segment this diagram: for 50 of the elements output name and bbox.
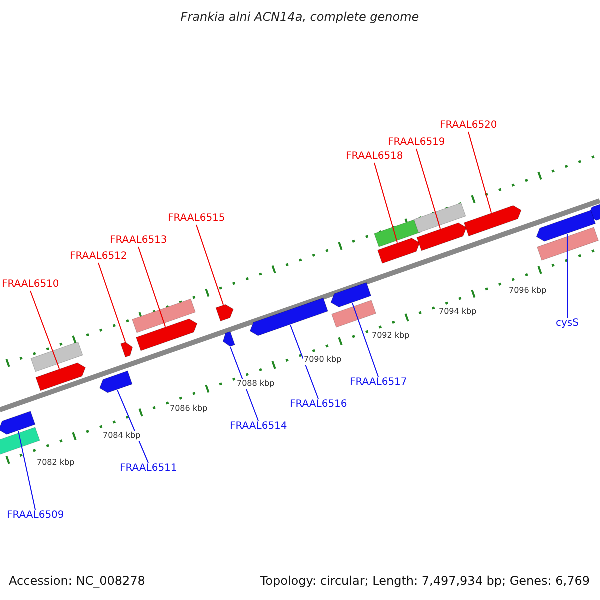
gene-block <box>377 238 420 264</box>
gene-block <box>330 282 372 308</box>
gene-block <box>120 342 134 358</box>
gene-label: FRAAL6517 <box>350 378 408 388</box>
footer-text: Accession: NC_008278 <box>9 575 146 587</box>
footer-text: Topology: circular; Length: 7,497,934 bp; Genes: 6,769 <box>260 575 590 587</box>
scale-label: 7088 kbp <box>236 379 276 389</box>
gene-block <box>222 331 236 347</box>
leader-line <box>30 290 60 370</box>
gene-block <box>250 298 328 336</box>
gene-label: FRAAL6511 <box>120 464 178 474</box>
gene-label: FRAAL6519 <box>388 138 446 148</box>
scale-label: 7082 kbp <box>36 458 76 468</box>
scale-label: 7096 kbp <box>508 286 548 296</box>
gene-label: cysS <box>556 319 579 329</box>
gene-block <box>416 222 467 252</box>
scale-label: 7094 kbp <box>438 307 478 317</box>
leader-line <box>290 324 319 400</box>
leader-line <box>230 346 259 422</box>
leader-line <box>116 390 149 464</box>
leader-line <box>374 162 398 244</box>
title: Frankia alni ACN14a, complete genome <box>180 11 420 23</box>
gene-block <box>100 370 133 394</box>
scale-label: 7086 kbp <box>169 404 209 414</box>
scale-label: 7092 kbp <box>371 331 411 341</box>
leader-line <box>18 430 36 510</box>
leader-line <box>566 234 568 318</box>
gene-label: FRAAL6516 <box>290 400 348 410</box>
leader-line <box>98 262 126 342</box>
scale-label: 7084 kbp <box>102 431 142 441</box>
gene-block <box>36 362 86 392</box>
gene-label: FRAAL6510 <box>2 280 60 290</box>
gene-label: FRAAL6514 <box>230 422 288 432</box>
leader-line <box>352 302 379 378</box>
leader-line <box>196 224 224 306</box>
gene-block <box>536 210 596 242</box>
gene-block <box>0 411 36 435</box>
gene-block <box>216 304 234 322</box>
gene-block <box>464 205 522 237</box>
gene-label: FRAAL6513 <box>110 236 168 246</box>
gene-label: FRAAL6512 <box>70 252 128 262</box>
leader-line <box>138 246 166 328</box>
scale-label: 7090 kbp <box>303 355 343 365</box>
gene-label: FRAAL6509 <box>7 511 64 521</box>
leader-line <box>416 148 442 230</box>
gene-label: FRAAL6518 <box>346 152 404 162</box>
gene-label: FRAAL6515 <box>168 214 226 224</box>
gene-label: FRAAL6520 <box>440 121 498 131</box>
gene-block <box>136 318 198 352</box>
leader-line <box>468 132 492 214</box>
